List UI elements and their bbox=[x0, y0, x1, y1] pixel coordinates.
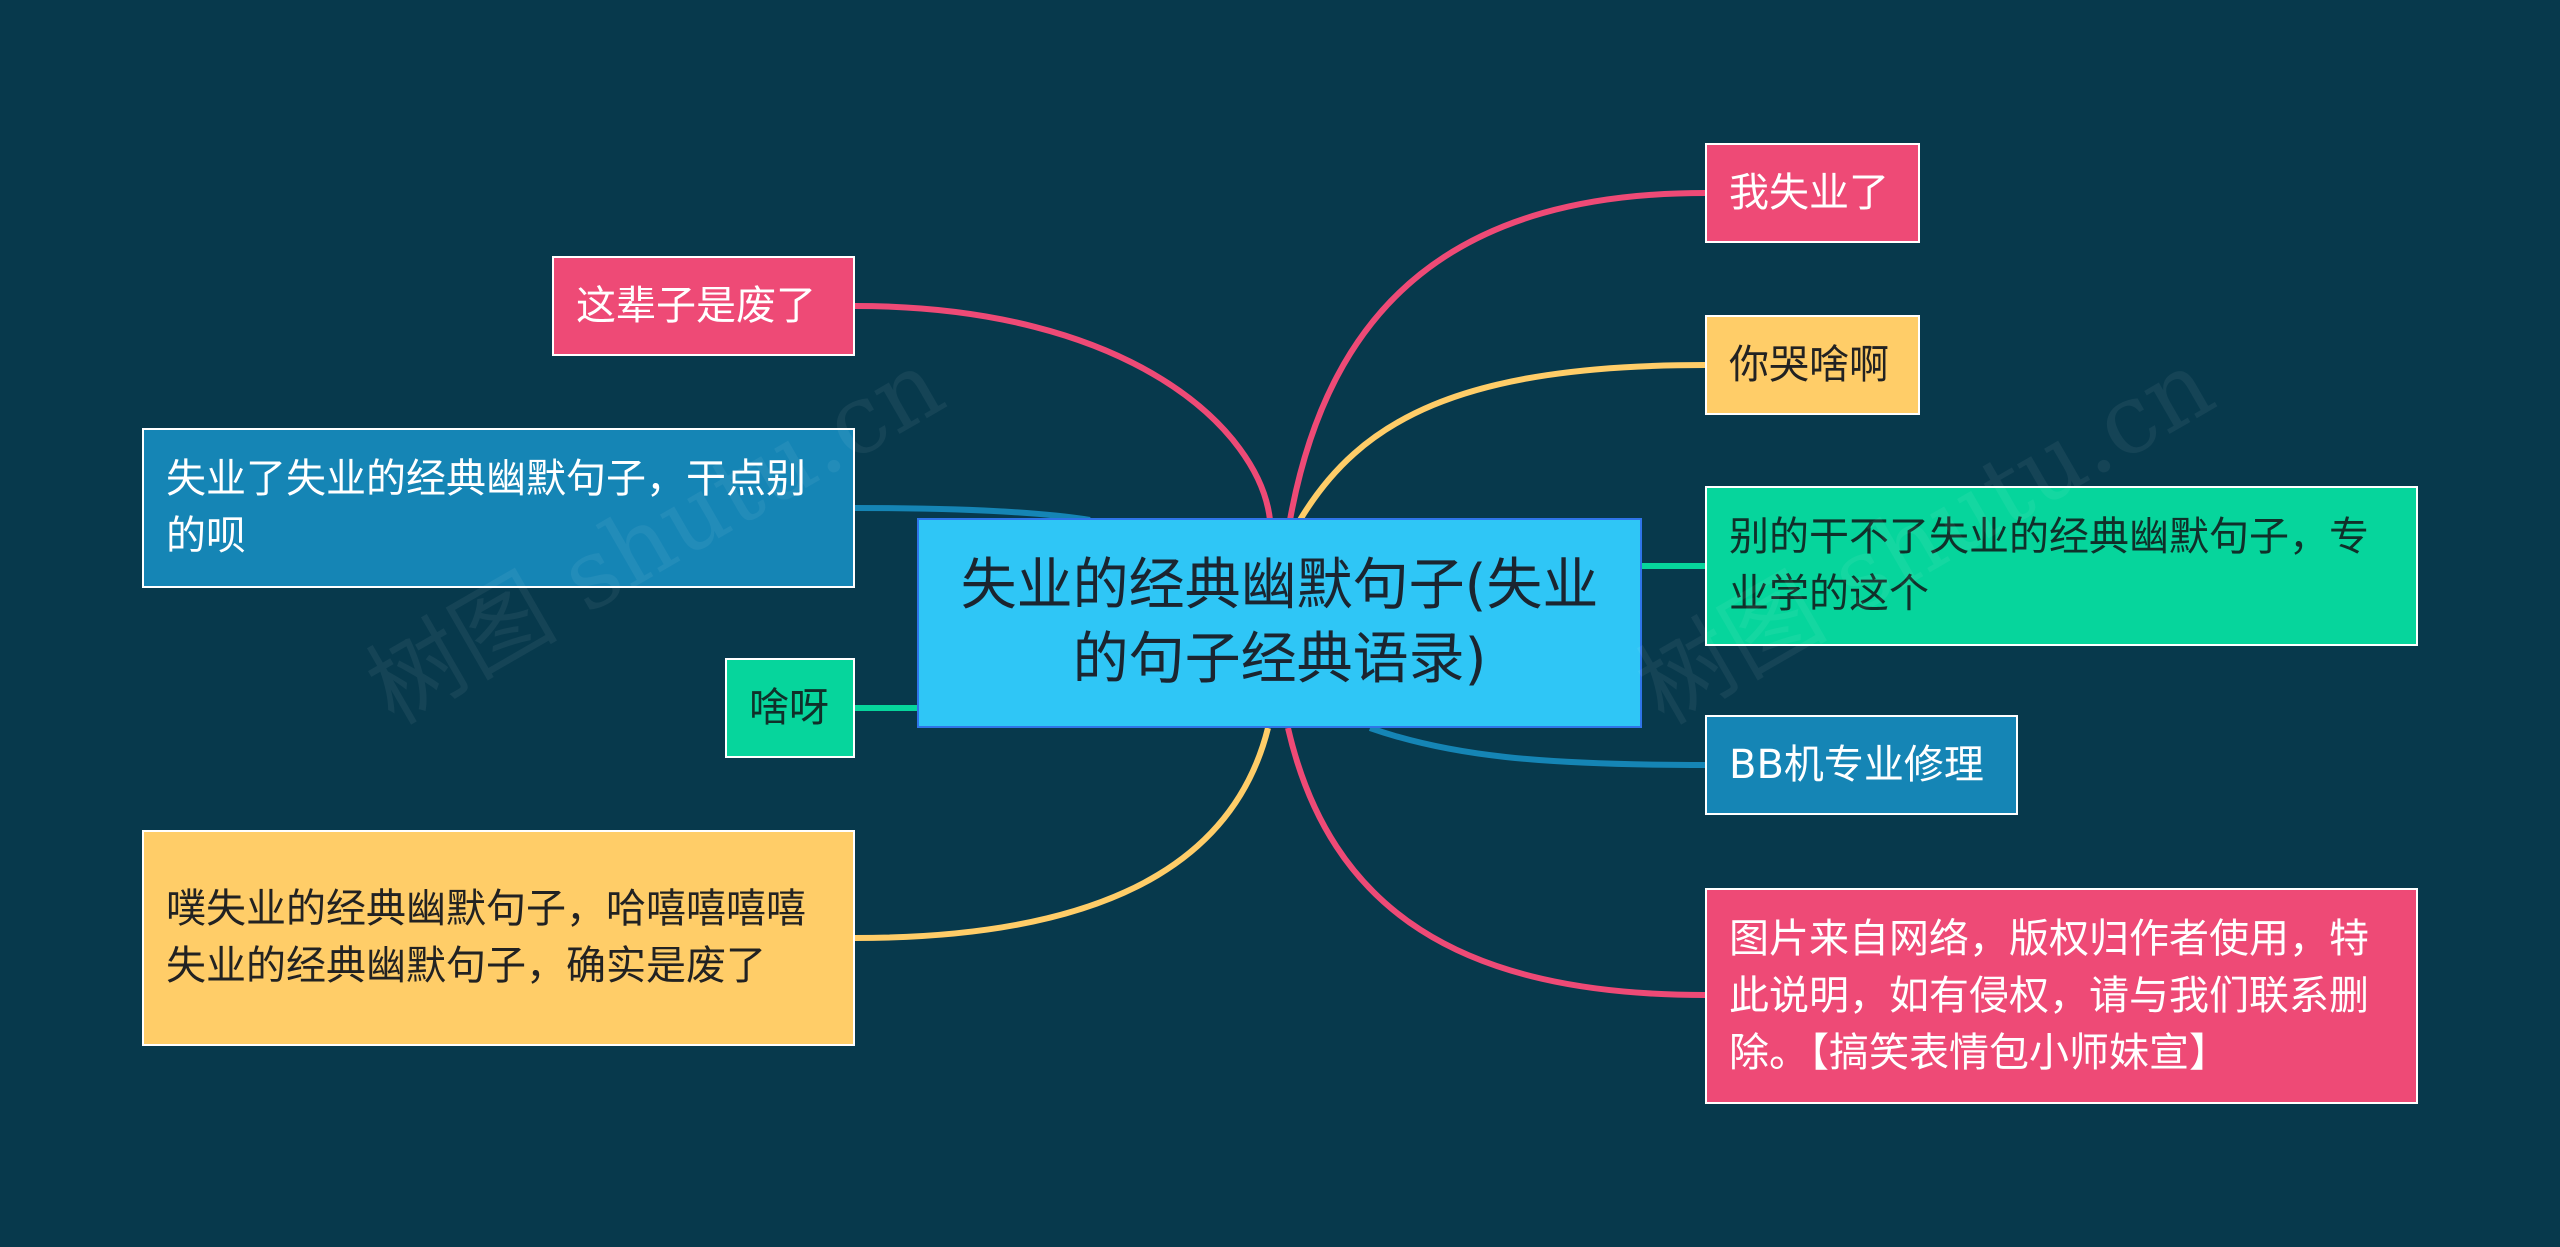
branch-right-1-label: 我失业了 bbox=[1729, 169, 1889, 216]
connector-right-1 bbox=[1287, 190, 1706, 521]
branch-left-2[interactable]: 失业了失业的经典幽默句子，干点别的呗 bbox=[142, 428, 855, 588]
connector-left-1 bbox=[854, 303, 1273, 521]
central-topic[interactable]: 失业的经典幽默句子(失业的句子经典语录) bbox=[917, 518, 1642, 728]
branch-right-2[interactable]: 你哭啥啊 bbox=[1705, 315, 1920, 415]
connector-right-4 bbox=[1369, 725, 1706, 768]
branch-left-3-label: 啥呀 bbox=[749, 684, 829, 731]
branch-right-5-label: 图片来自网络，版权归作者使用，特此说明，如有侵权，请与我们联系删除。【搞笑表情包… bbox=[1729, 915, 2369, 1076]
branch-left-1-label: 这辈子是废了 bbox=[576, 282, 816, 329]
central-topic-label: 失业的经典幽默句子(失业的句子经典语录) bbox=[960, 553, 1599, 692]
branch-left-3[interactable]: 啥呀 bbox=[725, 658, 855, 758]
branch-left-1[interactable]: 这辈子是废了 bbox=[552, 256, 855, 356]
connector-left-4 bbox=[854, 727, 1271, 941]
branch-right-3[interactable]: 别的干不了失业的经典幽默句子，专业学的这个 bbox=[1705, 486, 2418, 646]
branch-left-2-label: 失业了失业的经典幽默句子，干点别的呗 bbox=[166, 456, 806, 559]
connector-right-2 bbox=[1297, 362, 1706, 522]
connector-right-5 bbox=[1285, 727, 1706, 998]
branch-right-3-label: 别的干不了失业的经典幽默句子，专业学的这个 bbox=[1729, 514, 2369, 617]
branch-right-5[interactable]: 图片来自网络，版权归作者使用，特此说明，如有侵权，请与我们联系删除。【搞笑表情包… bbox=[1705, 888, 2418, 1104]
branch-right-4-label: BB机专业修理 bbox=[1729, 741, 1984, 788]
branch-right-4[interactable]: BB机专业修理 bbox=[1705, 715, 2018, 815]
branch-left-4[interactable]: 噗失业的经典幽默句子，哈嘻嘻嘻嘻失业的经典幽默句子，确实是废了 bbox=[142, 830, 855, 1046]
branch-right-1[interactable]: 我失业了 bbox=[1705, 143, 1920, 243]
branch-right-2-label: 你哭啥啊 bbox=[1729, 341, 1889, 388]
branch-left-4-label: 噗失业的经典幽默句子，哈嘻嘻嘻嘻失业的经典幽默句子，确实是废了 bbox=[166, 886, 806, 989]
connector-left-2 bbox=[854, 505, 1091, 523]
